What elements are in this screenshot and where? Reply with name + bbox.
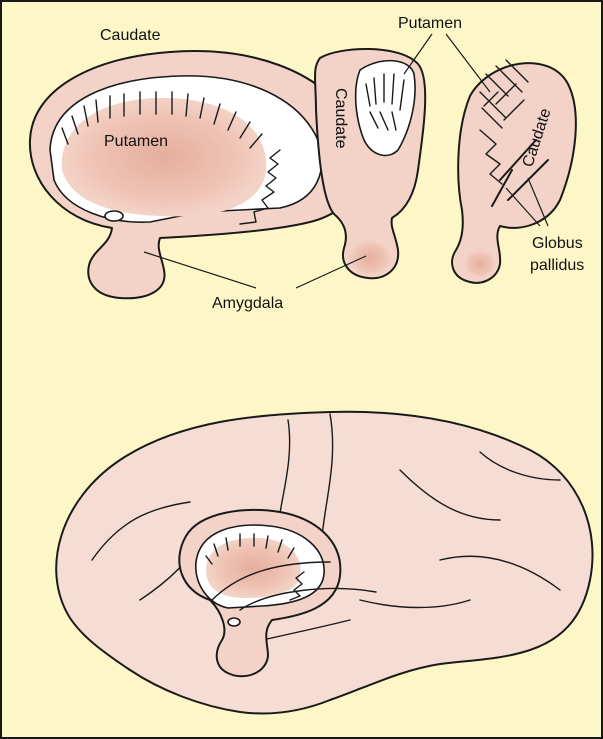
- globus-label: Globus: [532, 235, 583, 252]
- putamen-label-top: Putamen: [398, 15, 462, 32]
- pallidus-label: pallidus: [530, 257, 584, 274]
- anterior-commissure-oval: [105, 211, 123, 221]
- amygdala-label: Amygdala: [212, 295, 283, 312]
- putamen-inset: [206, 538, 301, 598]
- amygdala-anterior: [348, 240, 392, 276]
- inset-oval: [228, 618, 240, 626]
- caudate-label-top: Caudate: [100, 27, 161, 44]
- putamen-label-body: Putamen: [104, 133, 168, 150]
- putamen-body: [62, 98, 267, 216]
- amygdala-right: [464, 250, 496, 278]
- caudate-label-middle: Caudate: [332, 88, 349, 149]
